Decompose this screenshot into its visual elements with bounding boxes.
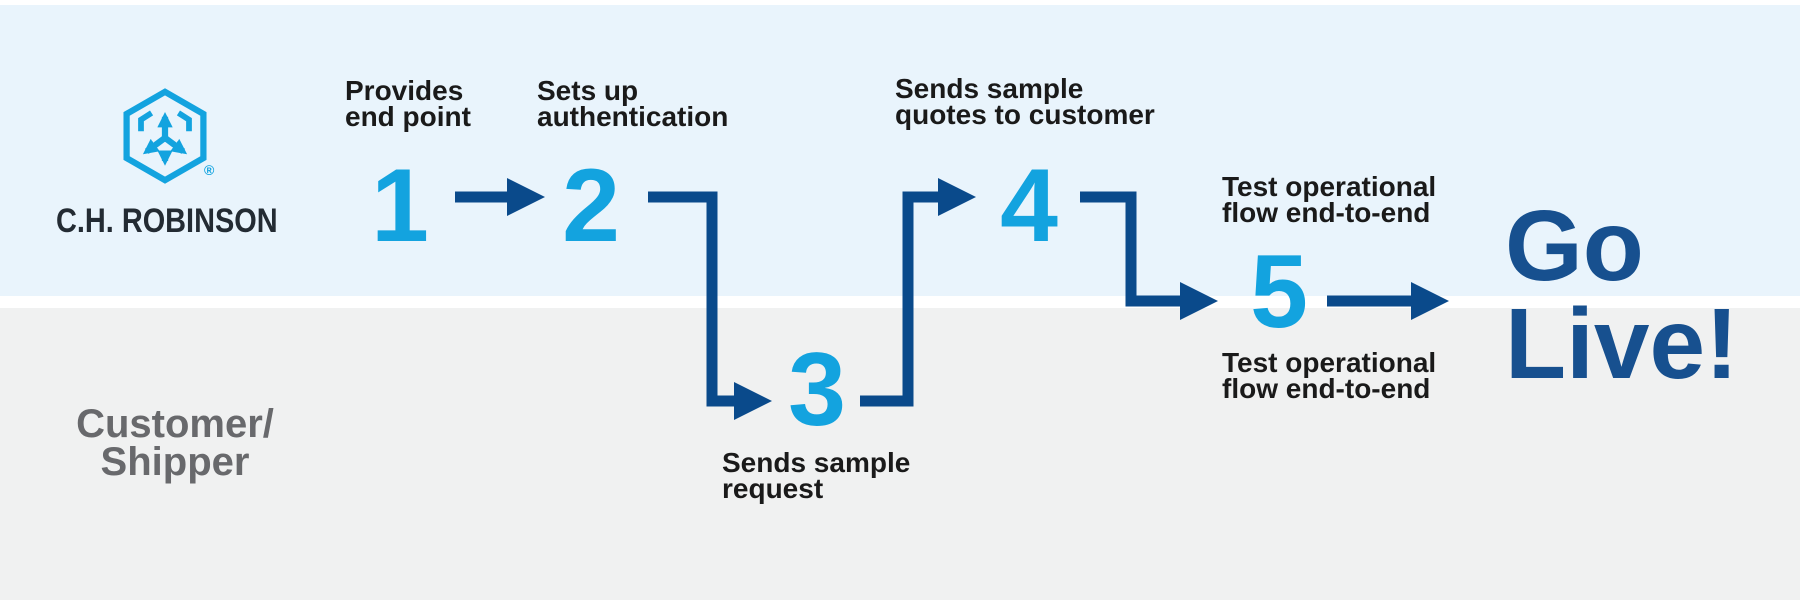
step-5-label-top: Test operational flow end-to-end bbox=[1222, 171, 1437, 228]
step-2-label-line2: authentication bbox=[537, 101, 729, 132]
ch-robinson-wordmark: C.H. ROBINSON bbox=[56, 202, 278, 240]
step-5-label-bottom-line2: flow end-to-end bbox=[1222, 373, 1431, 404]
step-2-number: 2 bbox=[562, 148, 620, 264]
step-3-label-line1: Sends sample bbox=[722, 447, 911, 478]
ch-robinson-logo-icon bbox=[123, 88, 207, 184]
step-2-label: Sets up authentication bbox=[537, 75, 729, 132]
step-5-number: 5 bbox=[1250, 234, 1308, 350]
step-5-label-bottom-line1: Test operational bbox=[1222, 347, 1437, 378]
step-4-label-line2: quotes to customer bbox=[895, 99, 1155, 130]
step-1-label-line1: Provides bbox=[345, 75, 464, 106]
customer-shipper-line2: Shipper bbox=[100, 440, 250, 484]
step-4-label-line1: Sends sample bbox=[895, 73, 1084, 104]
step-5-label-top-line2: flow end-to-end bbox=[1222, 197, 1431, 228]
step-5-label-bottom: Test operational flow end-to-end bbox=[1222, 347, 1437, 404]
go-live-line1: Go bbox=[1505, 190, 1644, 302]
registered-trademark-symbol: ® bbox=[204, 162, 215, 178]
step-2-label-line1: Sets up bbox=[537, 75, 639, 106]
step-4-number: 4 bbox=[1000, 148, 1058, 264]
step-3-label-line2: request bbox=[722, 473, 824, 504]
step-4-label: Sends sample quotes to customer bbox=[895, 73, 1155, 130]
step-5-label-top-line1: Test operational bbox=[1222, 171, 1437, 202]
step-3-number: 3 bbox=[788, 332, 846, 448]
customer-shipper-label: Customer/ Shipper bbox=[55, 402, 295, 484]
step-1-label-line2: end point bbox=[345, 101, 471, 132]
step-1-label: Provides end point bbox=[345, 75, 471, 132]
go-live-text: Go Live! bbox=[1505, 190, 1739, 400]
step-1-number: 1 bbox=[371, 148, 429, 264]
step-3-label: Sends sample request bbox=[722, 447, 911, 504]
customer-shipper-line1: Customer/ bbox=[76, 402, 274, 446]
go-live-line2: Live! bbox=[1505, 288, 1739, 400]
